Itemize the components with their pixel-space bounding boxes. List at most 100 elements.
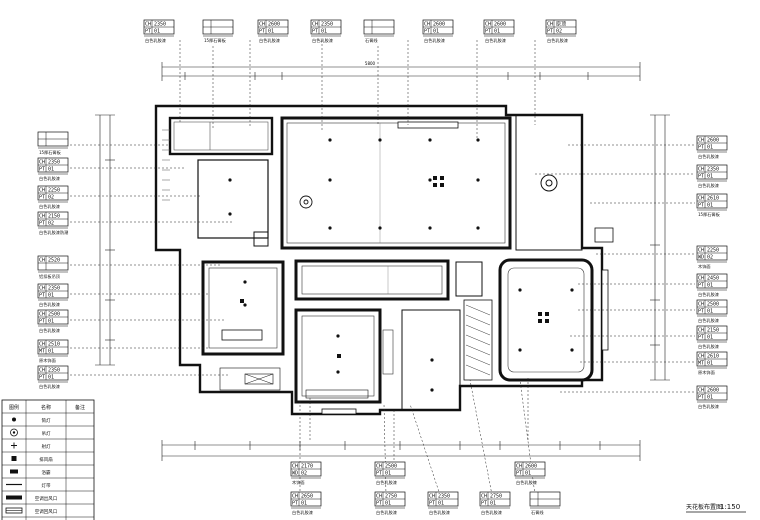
tag-caption: 白色乳胶漆 (698, 291, 719, 298)
legend-item-name: 空调回风口 (35, 508, 58, 515)
light-fixtures (228, 138, 574, 392)
tag-ceiling-height: CH 2600 (516, 464, 537, 470)
tag-ceiling-height: CH 2500 (376, 464, 397, 470)
tag-ceiling-height: CH 2610 (698, 196, 719, 202)
ceiling-tag: 15厚石膏板 (37, 131, 69, 156)
tag-caption: 白色乳胶漆 (292, 509, 313, 516)
tag-ceiling-height: CH 2520 (39, 258, 60, 264)
room-bathroom (401, 309, 461, 411)
ac-outlet-icon (6, 495, 22, 500)
room-living (280, 116, 512, 250)
tag-material-code: PT 01 (481, 501, 496, 507)
tag-ceiling-height: CH 2170 (292, 464, 313, 470)
legend-item-name: 筒灯 (42, 417, 51, 424)
tag-caption: 白色乳胶漆 (547, 37, 568, 44)
tag-material-code: PT 01 (424, 29, 439, 35)
tag-caption: 石膏线 (365, 37, 378, 44)
tag-ceiling-height: CH 2450 (698, 276, 719, 282)
exhaust-fan-icon (11, 456, 17, 461)
tag-ceiling-height: CH 2750 (376, 494, 397, 500)
downlight-icon (12, 417, 16, 422)
tag-ceiling-height: CH 2610 (698, 354, 719, 360)
top-dimension-chain (161, 62, 641, 81)
ceiling-tag: 15厚石膏板 (202, 19, 234, 44)
legend-item-name: 浴霸 (42, 469, 51, 476)
room-left-mid (197, 159, 269, 239)
tag-material-code: WD 02 (698, 255, 713, 261)
legend-item-name: 空调出风口 (35, 495, 58, 502)
tag-caption: 白色乳胶漆 (376, 479, 397, 486)
tag-ceiling-height: CH 2600 (485, 22, 506, 28)
tag-caption: 白色乳胶漆 (312, 37, 333, 44)
tag-material-code: PT 01 (39, 319, 54, 325)
tag-material-code: PT 01 (698, 309, 713, 315)
tag-material-code: PT 01 (145, 29, 160, 35)
tag-material-code: MT 01 (698, 361, 713, 367)
tag-material-code: PT 01 (698, 145, 713, 151)
tag-material-code: PT 01 (516, 471, 531, 477)
tag-material-code: PT 02 (547, 29, 562, 35)
tag-material-code: PT 02 (39, 221, 54, 227)
legend-item-name: 吊灯 (42, 430, 51, 437)
tag-material-code: PT 01 (312, 29, 327, 35)
tag-caption: 白色乳胶漆 (39, 327, 60, 334)
room-master-bedroom (498, 258, 594, 382)
tag-material-code: PT 01 (39, 293, 54, 299)
ceiling-tag: 石膏线 (363, 19, 395, 44)
tag-caption: 白色乳胶漆 (698, 403, 719, 410)
tag-material-code: WD 02 (292, 471, 307, 477)
tag-ceiling-height: CH 2150 (698, 328, 719, 334)
tag-material-code: PT 01 (429, 501, 444, 507)
right-dimension-chain (650, 114, 670, 381)
tag-ceiling-height: CH 2600 (698, 388, 719, 394)
tag-material-code: PT 01 (485, 29, 500, 35)
room-top-left (168, 116, 274, 156)
tag-ceiling-height: CH 2350 (312, 22, 333, 28)
tag-caption: 白色乳胶漆 (698, 343, 719, 350)
tag-material-code: PT 01 (698, 283, 713, 289)
tag-material-code: PT 01 (376, 471, 391, 477)
legend-header: 名称 (41, 404, 51, 411)
tag-caption: 白色乳胶漆 (145, 37, 166, 44)
tag-ceiling-height: CH 2510 (39, 342, 60, 348)
tag-ceiling-height: CH 2150 (39, 214, 60, 220)
tag-caption: 白色乳胶漆 (481, 509, 502, 516)
tag-ceiling-height: CH 原顶 (547, 22, 566, 28)
legend-header: 图例 (9, 404, 19, 411)
tag-material-code: PT 01 (698, 174, 713, 180)
chandelier-icon (10, 428, 18, 437)
tag-material-code: PT 01 (698, 203, 713, 209)
tag-caption: 白色乳胶漆 (39, 383, 60, 390)
balcony-chandelier-icon (540, 174, 558, 192)
tag-material-code: PT 01 (698, 395, 713, 401)
tag-caption: 白色乳胶漆 (698, 317, 719, 324)
tag-ceiling-height: CH 2350 (145, 22, 166, 28)
drawing-scale: 1:150 (720, 503, 740, 511)
room-bedroom-middle (294, 308, 382, 404)
legend-item-name: 排风扇 (39, 456, 53, 463)
tag-material-code: PT 01 (698, 335, 713, 341)
drawing-title: 天花板布置图 (686, 503, 722, 511)
tag-material-code: MT 01 (39, 349, 54, 355)
tag-caption: 白色乳胶漆 (485, 37, 506, 44)
